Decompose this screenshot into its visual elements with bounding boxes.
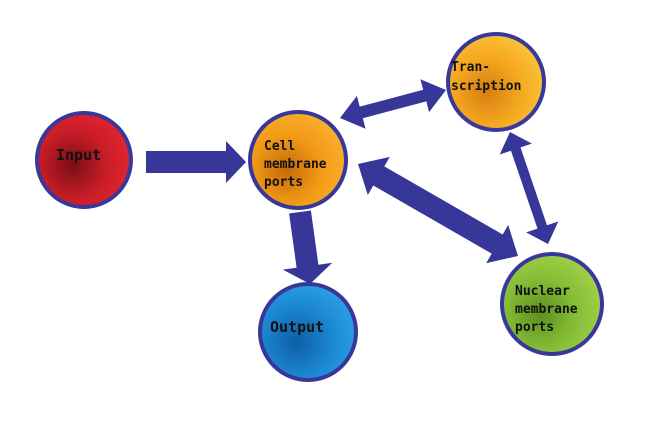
output-label-line-1: Output [270,318,324,336]
arrow-cell-transcription [340,79,446,129]
cell-membrane-ports-label: Cell membrane ports [264,139,334,190]
cell-label-line-2: membrane [264,157,327,172]
cell-label-line-1: Cell [264,139,295,154]
arrows-layer [146,79,559,284]
cell-label-line-3: ports [264,175,303,190]
arrow-transcription-nuclear [499,132,559,244]
cell-membrane-ports-circle [248,110,348,210]
transcription-label-line-2: scription [451,79,521,94]
nuclear-label-line-3: ports [515,320,554,335]
nuclear-membrane-ports-circle [500,252,604,356]
arrow-input-to-cell [146,141,246,183]
arrow-cell-nuclear [358,156,518,264]
nuclear-membrane-ports-label: Nuclear membrane ports [515,284,585,335]
nuclear-label-line-2: membrane [515,302,578,317]
input-label: Input [56,146,101,164]
input-circle [35,111,133,209]
arrow-cell-to-output [282,210,333,284]
output-node: Output [258,282,358,382]
input-node: Input [35,111,133,209]
transcription-label: Tran- scription [451,60,521,94]
output-circle [258,282,358,382]
output-label: Output [270,318,324,336]
input-label-line-1: Input [56,146,101,164]
nuclear-label-line-1: Nuclear [515,284,570,299]
cell-membrane-ports-node: Cell membrane ports [248,110,348,210]
transcription-node: Tran- scription [446,32,546,132]
nuclear-membrane-ports-node: Nuclear membrane ports [500,252,604,356]
transcription-label-line-1: Tran- [451,60,490,75]
transcription-circle [446,32,546,132]
